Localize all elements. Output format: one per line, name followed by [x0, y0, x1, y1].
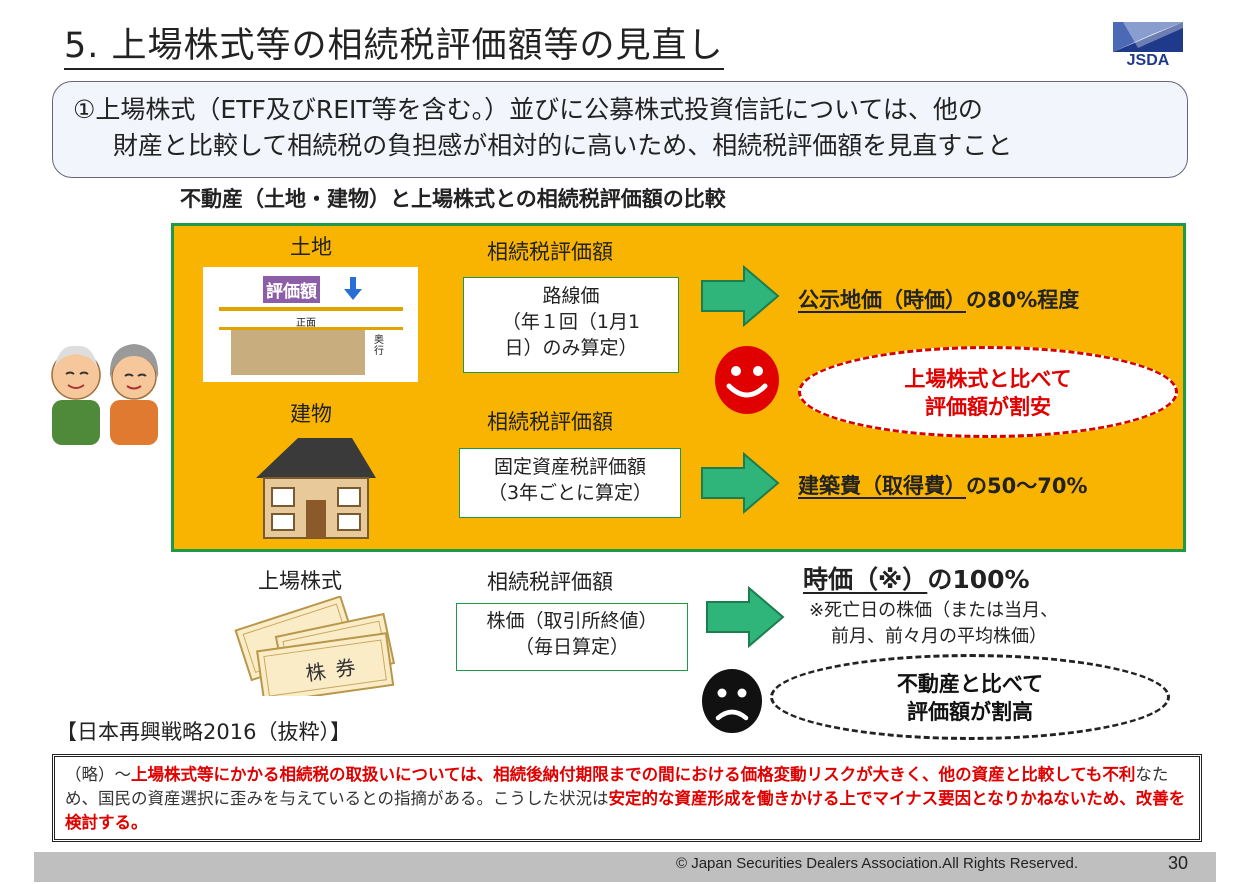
- quote-part-3: 。: [131, 813, 148, 832]
- stock-method-line-1: 株価（取引所終値）: [486, 610, 658, 632]
- quote-red-4: ける上でマイナス要因となりかねないため、改善を検討する: [65, 789, 1186, 832]
- right-arrow-icon: [701, 452, 780, 514]
- expensive-note-line-1: 不動産と比べて: [896, 672, 1044, 696]
- jsda-logo: [1113, 22, 1183, 52]
- stock-footnote: ※死亡日の株価（または当月、 前月、前々月の平均株価）: [809, 598, 1058, 650]
- footer-bar: [34, 852, 1216, 882]
- quote-part-1: （略）～: [65, 765, 131, 784]
- stock-result-underlined: 時価（※）: [803, 565, 928, 594]
- comparison-title: 不動産（土地・建物）と上場株式との相続税評価額の比較: [180, 187, 726, 211]
- land-result-rest: の80%程度: [966, 288, 1080, 312]
- cheaper-note-oval: 上場株式と比べて 評価額が割安: [798, 346, 1178, 438]
- right-arrow-icon: [701, 265, 780, 327]
- cheaper-note-line-2: 評価額が割安: [925, 395, 1051, 419]
- land-method-line-3: 日）のみ算定）: [504, 337, 638, 359]
- quote-red-1: 上場株式等にかかる相続税の取扱いについては、相続後納付期限までの間における価格変…: [131, 765, 989, 784]
- sad-face-icon: [702, 669, 762, 733]
- stock-method-box: 株価（取引所終値） （毎日算定）: [456, 603, 688, 671]
- building-result-underlined: 建築費（取得費）: [798, 474, 966, 498]
- land-method-box: 路線価 （年１回（1月1 日）のみ算定）: [463, 277, 679, 373]
- land-result-underlined: 公示地価（時価）: [798, 288, 966, 312]
- land-result: 公示地価（時価）の80%程度: [798, 284, 1079, 314]
- valuation-badge: 評価額: [263, 276, 320, 303]
- land-method-line-1: 路線価: [542, 285, 600, 307]
- expensive-note-oval: 不動産と比べて 評価額が割高: [770, 654, 1170, 740]
- certificate-char-1: 株: [304, 659, 327, 686]
- land-label: 土地: [290, 235, 332, 259]
- depth-label: 奥行: [374, 335, 384, 357]
- page-number: 30: [1168, 853, 1189, 873]
- smiley-face-icon: [715, 346, 779, 414]
- right-arrow-icon: [706, 586, 785, 648]
- quote-box: （略）～上場株式等にかかる相続税の取扱いについては、相続後納付期限までの間におけ…: [52, 754, 1202, 842]
- quote-red-2: 産と比較しても不利: [988, 765, 1136, 784]
- elderly-couple-illustration: [51, 344, 159, 445]
- front-label: 正面: [296, 318, 316, 329]
- building-result: 建築費（取得費）の50～70%: [798, 470, 1088, 500]
- land-diagram: 評価額 正面 奥行: [203, 267, 418, 382]
- page-title: 5. 上場株式等の相続税評価額等の見直し: [64, 26, 724, 70]
- stock-method-line-2: （毎日算定）: [514, 636, 629, 658]
- stock-certificate-illustration: 株 券: [234, 596, 396, 696]
- stock-result: 時価（※）の100%: [803, 560, 1030, 596]
- stock-label: 上場株式: [258, 569, 342, 593]
- building-method-line-1: 固定資産税評価額: [493, 456, 646, 478]
- stock-valuation-label: 相続税評価額: [487, 570, 613, 594]
- land-method-line-2: （年１回（1月1: [501, 311, 641, 333]
- quote-title: 【日本再興戦略2016（抜粋）】: [56, 720, 351, 744]
- intro-line-2: 財産と比較して相続税の負担感が相対的に高いため、相続税評価額を見直すこと: [113, 131, 1013, 160]
- building-label: 建物: [290, 402, 332, 426]
- house-illustration: [256, 438, 376, 539]
- building-valuation-label: 相続税評価額: [487, 410, 613, 434]
- logo-text: JSDA: [1126, 52, 1170, 69]
- stock-footnote-line-2: 前月、前々月の平均株価）: [831, 626, 1047, 647]
- stock-result-rest: の100%: [927, 565, 1030, 594]
- arrow-down-icon: [344, 277, 362, 300]
- certificate-char-2: 券: [334, 655, 357, 682]
- stock-footnote-line-1: ※死亡日の株価（または当月、: [809, 600, 1059, 621]
- building-method-line-2: （3年ごとに算定）: [487, 482, 653, 504]
- copyright-text: © Japan Securities Dealers Association.A…: [676, 855, 1079, 872]
- quote-red-3: 安定的な資産形成を働きか: [608, 789, 807, 808]
- intro-box: ①上場株式（ETF及びREIT等を含む。）並びに公募株式投資信託については、他の…: [52, 81, 1188, 178]
- cheaper-note-line-1: 上場株式と比べて: [904, 367, 1072, 391]
- expensive-note-line-2: 評価額が割高: [907, 700, 1033, 724]
- quote-part-2: なため、国民の資産選択に歪みを与えているとの指摘がある。こうした状況は: [65, 765, 1169, 808]
- intro-line-1: ①上場株式（ETF及びREIT等を含む。）並びに公募株式投資信託については、他の: [73, 95, 983, 124]
- building-method-box: 固定資産税評価額 （3年ごとに算定）: [459, 448, 681, 518]
- land-valuation-label: 相続税評価額: [487, 240, 613, 264]
- building-result-rest: の50～70%: [966, 474, 1088, 498]
